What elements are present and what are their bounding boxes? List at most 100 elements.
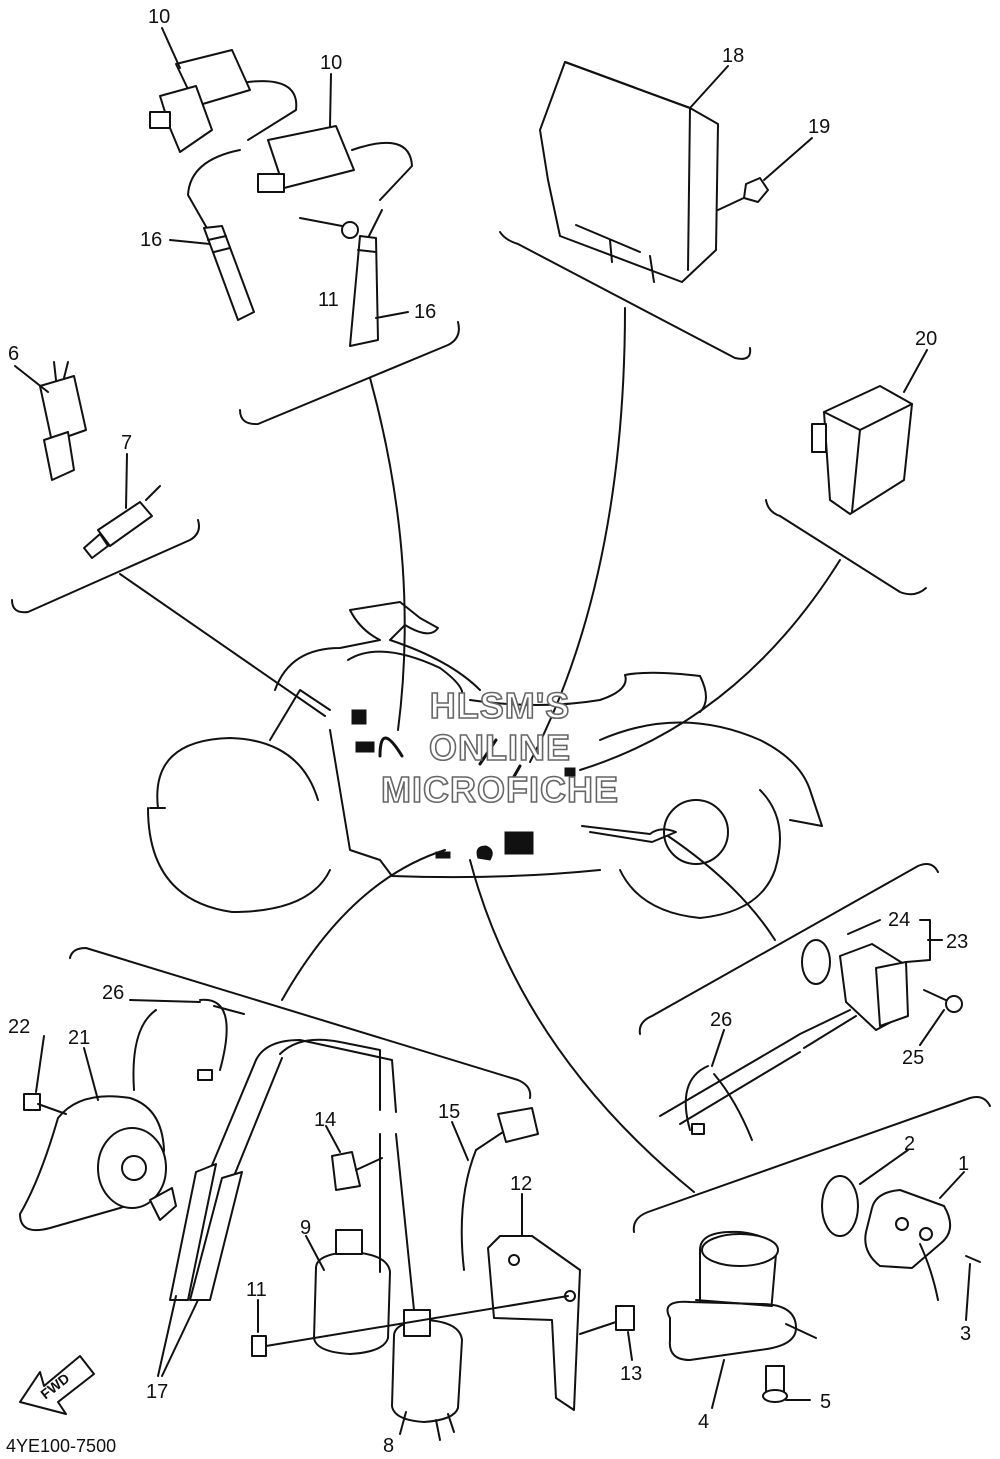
location-mark-6 (564, 767, 576, 777)
bolt-13 (579, 1305, 635, 1335)
swingarm (581, 825, 677, 843)
clamp-14 (331, 1151, 383, 1191)
callout-10-top-left: 10 (148, 6, 170, 28)
front-wheel-lower (147, 807, 331, 913)
lower-left-group-bracket (69, 947, 532, 1099)
relay-group-bracket (765, 499, 927, 596)
rear-wheel (619, 789, 781, 919)
watermark-line-2: ONLINE (429, 727, 571, 768)
callout-15: 15 (438, 1101, 460, 1123)
ignition-coil-8 (391, 1133, 463, 1441)
callout-11-lower: 11 (246, 1279, 267, 1301)
bolt-11-top (299, 217, 359, 239)
location-mark-2 (355, 741, 375, 753)
rear-fender (599, 721, 823, 827)
spark-plug-cap-1 (203, 225, 255, 321)
bolt-11-lower (251, 1295, 569, 1357)
callout-26-right: 26 (710, 1009, 732, 1031)
location-mark-1 (351, 709, 367, 725)
drawing-code: 4YE100-7500 (6, 1436, 116, 1456)
bolt-22 (23, 1093, 67, 1115)
callout-11-top: 11 (318, 289, 339, 311)
o-ring-24 (801, 939, 831, 985)
callout-13: 13 (620, 1363, 642, 1385)
cable-tie-26-left (132, 998, 245, 1091)
group-brackets (11, 231, 991, 1233)
seat (469, 671, 707, 713)
frame-lower (329, 729, 601, 879)
handlebar (274, 601, 481, 691)
callout-6: 6 (8, 343, 19, 365)
rear-hub (663, 799, 729, 865)
watermark-line-1: HLSM'S (430, 685, 571, 726)
fuel-sender-plate (864, 1189, 951, 1301)
speed-sensor-group-bracket (638, 863, 939, 1035)
callout-20: 20 (915, 328, 937, 350)
fuel-tank (347, 650, 464, 701)
callout-8: 8 (383, 1435, 394, 1457)
cable-tie-26-right (684, 1065, 753, 1141)
callout-16-left: 16 (140, 229, 162, 251)
callout-leaders (14, 27, 971, 1435)
location-mark-5 (435, 851, 451, 859)
watermark: HLSM'S ONLINE MICROFICHE (380, 684, 619, 811)
speed-sensor (659, 939, 909, 1141)
callout-22: 22 (8, 1016, 30, 1038)
coil-1-wire (247, 80, 298, 141)
ignition-coil-2 (257, 125, 413, 239)
leader-sensor (119, 573, 326, 717)
callout-9: 9 (300, 1217, 311, 1239)
bracket-12 (487, 1235, 581, 1411)
callout-18: 18 (722, 45, 744, 67)
callout-26-left: 26 (102, 982, 124, 1004)
fuel-pump-group-bracket (632, 1096, 991, 1233)
callout-labels: 10 10 18 19 16 11 16 20 6 7 24 23 26 26 … (8, 6, 971, 1457)
leader-lower-left (281, 849, 446, 1001)
ecu-group-bracket (499, 231, 752, 360)
bolt-5 (762, 1365, 788, 1403)
bolt-25 (923, 989, 963, 1013)
callout-4: 4 (698, 1411, 709, 1433)
fwd-arrow: FWD (19, 1355, 95, 1415)
temperature-sensor (83, 485, 161, 559)
leader-ignition (369, 377, 406, 731)
callout-12: 12 (510, 1173, 532, 1195)
callout-3: 3 (960, 1323, 971, 1345)
callout-5: 5 (820, 1391, 831, 1413)
leader-lines (119, 307, 841, 1193)
watermark-line-3: MICROFICHE (381, 769, 619, 810)
speed-sensor-lead (659, 1009, 851, 1117)
location-mark-4 (476, 845, 493, 861)
callout-2: 2 (904, 1133, 915, 1155)
motorcycle-outline (147, 601, 823, 919)
o-ring-2 (821, 1175, 859, 1237)
horn (19, 1095, 177, 1232)
callout-7: 7 (121, 432, 132, 454)
fuel-pump (666, 1230, 817, 1361)
ecu-unit (539, 61, 749, 283)
location-mark-3 (504, 831, 534, 855)
callout-21: 21 (68, 1027, 90, 1049)
ignition-coil-group-bracket (239, 321, 460, 426)
callout-10-top-right: 10 (320, 52, 342, 74)
leader-fuel-pump (469, 859, 695, 1193)
leader-relay (579, 559, 841, 771)
front-wheel-upper (156, 737, 319, 809)
callout-24: 24 (888, 909, 910, 931)
plug-leads-17 (169, 1038, 397, 1301)
callout-14: 14 (314, 1109, 336, 1131)
nut-19 (743, 177, 769, 203)
callout-23: 23 (946, 931, 968, 953)
callout-1: 1 (958, 1153, 969, 1175)
sensor-group-bracket (11, 519, 200, 614)
harness-15 (460, 1107, 539, 1271)
coil-2-wire (351, 141, 413, 201)
relay-unit (811, 385, 913, 515)
spark-plug-cap-2 (349, 235, 379, 347)
leader-speed-sensor (667, 835, 776, 941)
callout-19: 19 (808, 116, 830, 138)
callout-16-right: 16 (414, 301, 436, 323)
callout-25: 25 (902, 1047, 924, 1069)
